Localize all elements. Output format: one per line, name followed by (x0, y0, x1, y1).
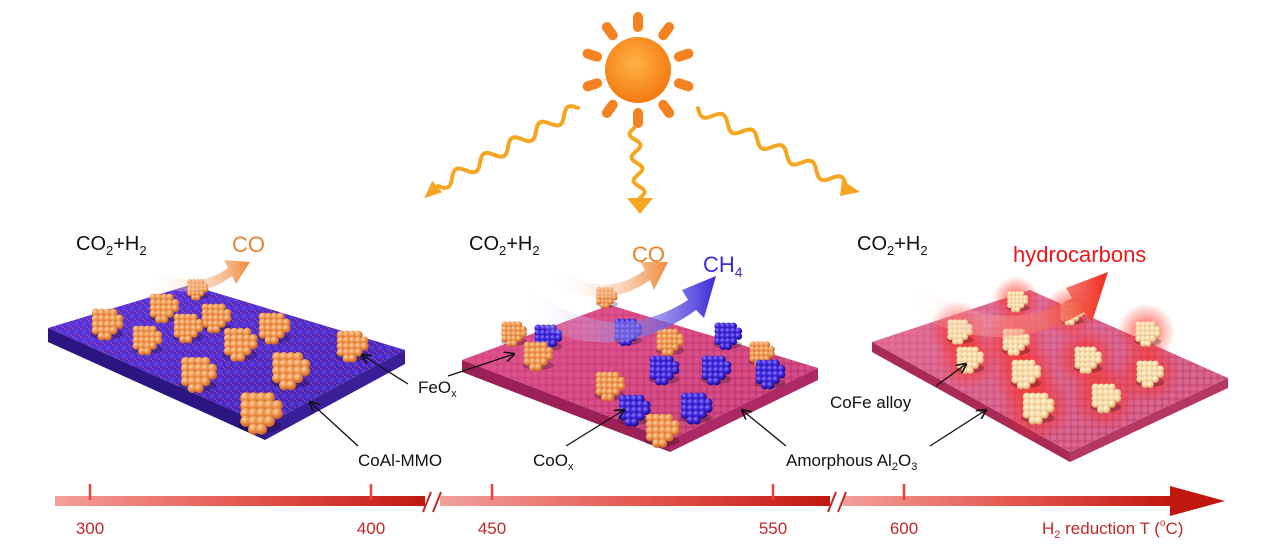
nanoparticle-cluster (655, 328, 685, 357)
tick-label-400: 400 (357, 519, 385, 538)
sun-icon (582, 12, 694, 128)
product-arrow-co-2 (552, 262, 668, 298)
reactant-label-3: CO2+H2 (857, 233, 928, 258)
nanoparticle-cluster (1021, 392, 1055, 425)
label-coal-mmo: CoAl-MMO (358, 451, 442, 470)
tick-label-600: 600 (890, 519, 918, 538)
nanoparticle-cluster (172, 313, 204, 344)
label-amorphous-al2o3: Amorphous Al2O3 (786, 451, 917, 473)
label-coox: CoOx (533, 451, 574, 473)
nanoparticle-cluster (1135, 360, 1165, 389)
nanoparticle-cluster (644, 413, 680, 448)
tick-label-300: 300 (76, 519, 104, 538)
catalyst-slab-1 (48, 285, 405, 440)
temperature-axis: 300 400 450 550 600 H2 reduction T (oC) (55, 484, 1225, 541)
label-feox: FeOx (418, 378, 457, 400)
product-label-co-1: CO (232, 232, 265, 257)
nanoparticle-cluster (1007, 291, 1029, 313)
nanoparticle-cluster (179, 356, 218, 394)
light-wave-right (696, 106, 860, 196)
product-arrow-co-1 (148, 260, 250, 292)
callout-coox: CoOx (533, 410, 624, 473)
nanoparticle-cluster (1073, 346, 1103, 375)
axis-ticks (88, 484, 906, 500)
reactant-label-1: CO2+H2 (76, 233, 147, 258)
nanoparticle-cluster (1134, 321, 1162, 347)
nanoparticle-cluster (500, 321, 528, 347)
nanoparticle-cluster (594, 371, 626, 402)
nanoparticle-cluster (1010, 359, 1042, 390)
axis-break-1 (422, 491, 442, 513)
light-wave-left (424, 104, 580, 199)
nanoparticle-cluster (1090, 383, 1122, 414)
nanoparticle-cluster (200, 303, 232, 334)
nanoparticle-cluster (238, 392, 283, 435)
axis-title: H2 reduction T (oC) (1042, 518, 1183, 541)
callout-coal-mmo: CoAl-MMO (310, 402, 442, 470)
nanoparticle-cluster (648, 355, 680, 386)
callout-cofe-alloy: CoFe alloy (830, 364, 966, 412)
nanoparticle-cluster (522, 341, 554, 372)
reactant-label-2: CO2+H2 (469, 233, 540, 258)
nanoparticle-cluster (679, 392, 713, 425)
product-label-ch4: CH4 (703, 252, 743, 280)
product-arrow-hydrocarbons (910, 272, 1108, 337)
nanoparticle-cluster (257, 312, 291, 345)
nanoparticle-cluster (148, 293, 180, 324)
tick-label-550: 550 (759, 519, 787, 538)
nanoparticle-cluster (754, 359, 786, 390)
nanoparticle-cluster (713, 322, 743, 351)
label-cofe-alloy: CoFe alloy (830, 393, 912, 412)
particle-layer-1 (90, 279, 369, 435)
product-label-hydrocarbons: hydrocarbons (1013, 242, 1146, 267)
callout-al2o3: Amorphous Al2O3 (742, 410, 986, 473)
nanoparticle-cluster (335, 330, 369, 363)
nanoparticle-cluster (700, 355, 732, 386)
nanoparticle-cluster (90, 308, 124, 341)
nanoparticle-cluster (270, 352, 311, 391)
product-arrow-ch4 (522, 276, 716, 343)
nanoparticle-cluster (222, 327, 258, 362)
axis-break-2 (827, 491, 847, 513)
callout-feox: FeOx (362, 354, 514, 400)
light-wave-center (627, 126, 653, 214)
nanoparticle-cluster (131, 325, 163, 356)
tick-label-450: 450 (478, 519, 506, 538)
product-label-co-2: CO (632, 242, 665, 267)
